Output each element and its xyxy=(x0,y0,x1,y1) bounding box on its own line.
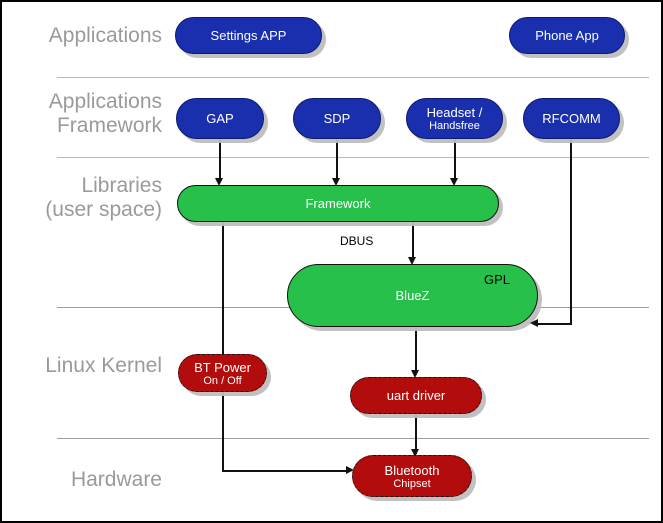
node-bluetooth-chipset-label: Bluetooth xyxy=(384,462,440,478)
node-phone-app[interactable]: Phone App xyxy=(509,17,625,54)
node-phone-app-label: Phone App xyxy=(535,28,599,43)
node-bt-power-sublabel: On / Off xyxy=(203,374,242,387)
edge-bluez-to-uart xyxy=(415,327,417,373)
badge-gpl: GPL xyxy=(484,272,511,287)
node-framework[interactable]: Framework xyxy=(177,185,499,222)
arrowhead-uart-to-chipset xyxy=(411,449,419,457)
arrowhead-gap-to-framework xyxy=(215,178,223,186)
node-bluez-label: BlueZ xyxy=(395,288,430,303)
edge-framework-to-bluez xyxy=(412,222,414,260)
divider-applications-framework xyxy=(57,157,649,158)
arrowhead-framework-to-bluez xyxy=(408,257,416,265)
layer-label-libraries: Libraries (user space) xyxy=(45,174,162,221)
node-rfcomm[interactable]: RFCOMM xyxy=(523,98,620,139)
arrowhead-headset-to-framework xyxy=(450,178,458,186)
layer-label-hardware: Hardware xyxy=(70,468,162,491)
node-bluez[interactable]: BlueZ xyxy=(287,264,538,327)
node-settings-app[interactable]: Settings APP xyxy=(175,17,322,54)
node-sdp-label: SDP xyxy=(323,111,351,126)
node-headset-label: Headset / xyxy=(426,105,483,120)
edge-uart-to-chipset xyxy=(415,414,417,454)
divider-applications xyxy=(57,77,649,78)
node-sdp[interactable]: SDP xyxy=(293,98,381,139)
layer-label-linux-kernel: Linux Kernel xyxy=(45,354,162,377)
arrowhead-rfcomm-to-bluez xyxy=(530,319,538,327)
node-bt-power[interactable]: BT Power On / Off xyxy=(178,354,267,392)
node-uart-driver-label: uart driver xyxy=(386,388,446,403)
arrowhead-to-bluetooth-chipset-left xyxy=(346,466,354,474)
layer-label-applications-framework: Applications Framework xyxy=(48,90,162,137)
node-bluetooth-chipset[interactable]: Bluetooth Chipset xyxy=(352,455,472,497)
edge-label-dbus: DBUS xyxy=(340,234,374,248)
edge-rfcomm-vertical xyxy=(570,139,572,325)
node-gap[interactable]: GAP xyxy=(176,98,264,139)
node-rfcomm-label: RFCOMM xyxy=(542,111,601,126)
node-settings-app-label: Settings APP xyxy=(210,28,287,43)
node-framework-label: Framework xyxy=(305,196,371,211)
node-bluetooth-chipset-sublabel: Chipset xyxy=(393,477,431,490)
edge-headset-to-framework xyxy=(454,139,456,181)
edge-framework-to-chipset-vertical xyxy=(222,222,224,471)
node-bt-power-label: BT Power xyxy=(194,359,251,375)
divider-linux-kernel xyxy=(57,438,649,439)
edge-gap-to-framework xyxy=(219,139,221,181)
edge-sdp-to-framework xyxy=(336,139,338,181)
node-handsfree-sublabel: Handsfree xyxy=(429,120,480,132)
edge-rfcomm-horizontal xyxy=(538,323,572,325)
arrowhead-sdp-to-framework xyxy=(332,178,340,186)
arrowhead-bluez-to-uart xyxy=(411,370,419,378)
node-uart-driver[interactable]: uart driver xyxy=(350,377,482,414)
layer-label-applications: Applications xyxy=(48,24,162,47)
node-headset-handsfree[interactable]: Headset / Handsfree xyxy=(406,98,503,139)
edge-framework-to-chipset-horizontal xyxy=(222,470,348,472)
node-gap-label: GAP xyxy=(206,111,234,126)
